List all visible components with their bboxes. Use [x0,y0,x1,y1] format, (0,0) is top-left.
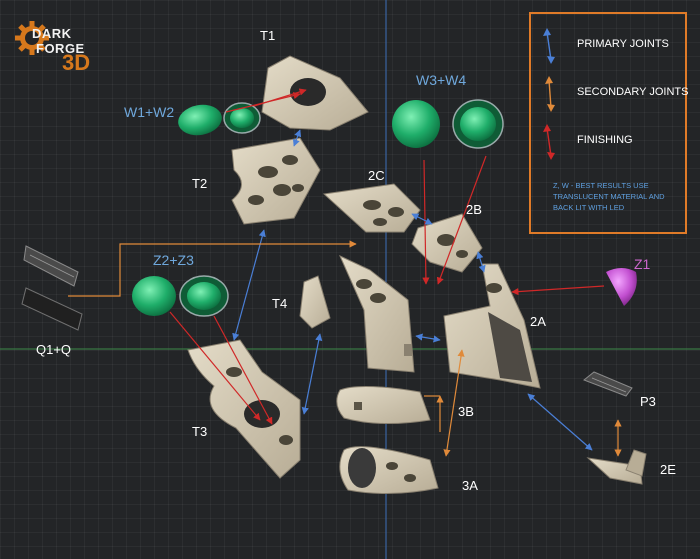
part-2b [411,213,483,273]
label-2a: 2A [530,314,546,329]
logo-text-dark: DARK [32,26,72,41]
legend-secondary-label: SECONDARY JOINTS [577,86,689,98]
part-3b [336,385,431,425]
label-w1w2: W1+W2 [124,104,175,120]
label-z2z3: Z2+Z3 [153,252,194,268]
label-t1: T1 [260,28,276,43]
part-q1q [21,245,83,331]
label-z1: Z1 [634,256,651,272]
logo-text-forge: FORGE [36,41,85,56]
legend-primary-joints: PRIMARY JOINTS [531,26,685,66]
part-t2 [231,137,321,225]
gear-icon [15,21,49,55]
secondary-joint-arrows [68,240,622,457]
lens-z1 [606,268,637,306]
orange-double-arrow-icon [545,76,555,112]
part-2c [322,183,421,233]
label-3a: 3A [462,478,478,493]
lens-w1 [178,104,222,136]
label-2c: 2C [368,168,385,183]
legend-secondary-joints: SECONDARY JOINTS [531,74,689,114]
label-2b: 2B [466,202,482,217]
legend-finishing: FINISHING [531,122,685,162]
legend-finishing-label: FINISHING [577,134,633,146]
part-3a [339,446,439,495]
finishing-arrows [169,88,605,425]
lens-w4 [452,99,504,149]
part-2a [443,263,541,389]
label-w3w4: W3+W4 [416,72,467,88]
primary-joint-arrows [232,129,593,451]
lens-z2 [132,276,176,316]
part-p3 [583,371,633,397]
part-t1 [261,55,369,131]
lens-w3 [392,100,440,148]
brand-logo: DARK FORGE 3D [14,16,106,80]
lens-w2 [223,102,261,134]
part-center-block [339,254,415,373]
part-t3 [187,339,301,479]
legend-primary-label: PRIMARY JOINTS [577,38,669,50]
label-2e: 2E [660,462,676,477]
part-2e [586,449,647,485]
label-q1q: Q1+Q [36,342,72,357]
legend-note: Z, W - BEST RESULTS USE TRANSLUCENT MATE… [553,181,665,212]
blue-double-arrow-icon [543,28,555,64]
part-t4 [299,275,331,329]
label-t4: T4 [272,296,288,311]
legend-box: PRIMARY JOINTS SECONDARY JOINTS FINISHIN… [529,12,689,234]
label-3b: 3B [458,404,474,419]
logo-text-3d: 3D [62,50,91,75]
red-double-arrow-icon [543,124,555,160]
label-t3: T3 [192,424,208,439]
label-p3: P3 [640,394,656,409]
lens-z3 [179,275,229,317]
label-t2: T2 [192,176,208,191]
